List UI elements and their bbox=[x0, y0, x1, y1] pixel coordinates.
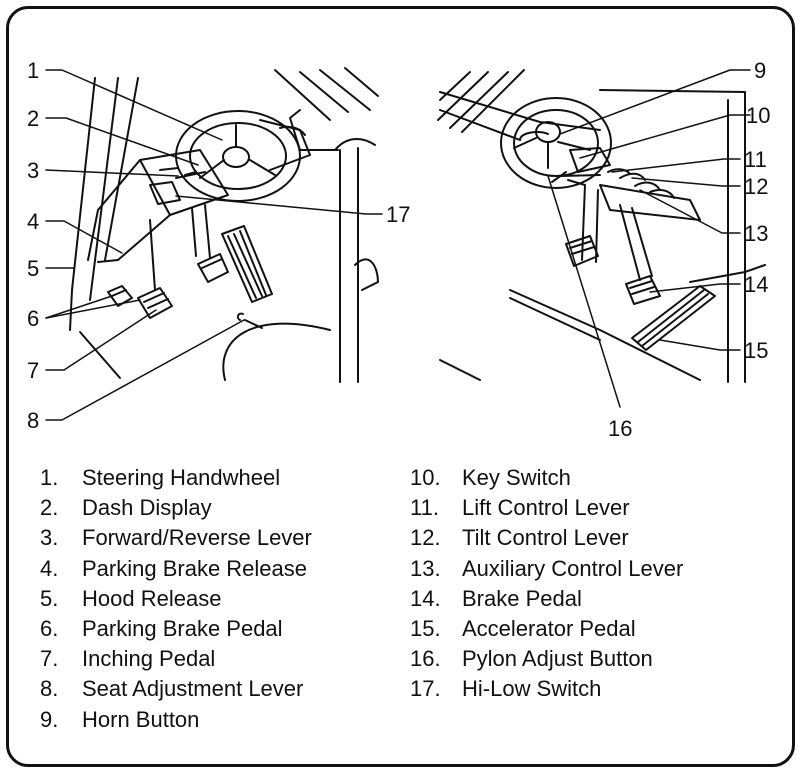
legend-item: 13. Auxiliary Control Lever bbox=[410, 554, 683, 584]
legend-item: 7. Inching Pedal bbox=[40, 644, 312, 674]
left-view-drawing bbox=[69, 67, 379, 383]
accelerator-pedal bbox=[631, 285, 716, 351]
legend-label: Tilt Control Lever bbox=[462, 525, 629, 551]
callout-15: 15 bbox=[744, 338, 768, 363]
legend-number: 3. bbox=[40, 525, 59, 551]
legend-number: 6. bbox=[40, 616, 59, 642]
legend-item: 3. Forward/Reverse Lever bbox=[40, 523, 312, 553]
legend-number: 2. bbox=[40, 495, 59, 521]
callout-16: 16 bbox=[608, 416, 632, 441]
legend-label: Lift Control Lever bbox=[462, 495, 630, 521]
legend-label: Dash Display bbox=[82, 495, 212, 521]
callout-8: 8 bbox=[27, 408, 39, 433]
legend-item: 5. Hood Release bbox=[40, 584, 312, 614]
legend-right: 10. Key Switch 11. Lift Control Lever 12. T… bbox=[410, 463, 683, 705]
legend-number: 12. bbox=[410, 525, 441, 551]
callout-7: 7 bbox=[27, 358, 39, 383]
legend-number: 5. bbox=[40, 585, 59, 611]
brake-pedal bbox=[625, 275, 661, 305]
legend-number: 14. bbox=[410, 585, 441, 611]
legend-label: Auxiliary Control Lever bbox=[462, 555, 684, 581]
steering-handwheel bbox=[175, 110, 301, 202]
legend-item: 9. Horn Button bbox=[40, 705, 312, 735]
legend-number: 9. bbox=[40, 706, 59, 732]
legend-label: Seat Adjustment Lever bbox=[82, 676, 304, 702]
legend-label: Key Switch bbox=[462, 465, 571, 490]
legend-number: 15. bbox=[410, 616, 441, 642]
callout-1: 1 bbox=[27, 58, 39, 83]
legend-label: Pylon Adjust Button bbox=[462, 646, 653, 672]
legend-number: 4. bbox=[40, 555, 59, 581]
callout-5: 5 bbox=[27, 256, 39, 281]
legend-item: 17. Hi-Low Switch bbox=[410, 674, 683, 704]
callout-13: 13 bbox=[744, 221, 768, 246]
legend-item: 1. Steering Handwheel bbox=[40, 463, 312, 493]
legend-label: Accelerator Pedal bbox=[462, 616, 636, 642]
legend-number: 11. bbox=[410, 495, 439, 521]
right-view-drawing bbox=[437, 69, 766, 383]
legend-label: Brake Pedal bbox=[462, 585, 582, 611]
legend-item: 11. Lift Control Lever bbox=[410, 493, 683, 523]
legend-label: Forward/Reverse Lever bbox=[82, 525, 312, 551]
legend-item: 8. Seat Adjustment Lever bbox=[40, 674, 312, 704]
brake-pedal-left bbox=[197, 253, 229, 283]
legend-number: 7. bbox=[40, 646, 59, 672]
legend-label: Hi-Low Switch bbox=[462, 676, 602, 702]
legend-label: Steering Handwheel bbox=[82, 465, 281, 490]
leader-lines bbox=[45, 69, 751, 421]
legend-item: 14. Brake Pedal bbox=[410, 584, 683, 614]
legend-item: 10. Key Switch bbox=[410, 463, 683, 493]
legend-number: 10. bbox=[410, 465, 441, 490]
legend-number: 1. bbox=[40, 465, 59, 490]
parking-brake-pedal bbox=[107, 285, 133, 307]
legend-item: 12. Tilt Control Lever bbox=[410, 523, 683, 553]
brake-pedal-right-view bbox=[565, 235, 599, 267]
callout-numbers: 1 2 3 4 5 6 7 8 9 10 11 12 13 14 15 16 1… bbox=[27, 58, 770, 441]
legend-left: 1. Steering Handwheel 2. Dash Display 3. Fo… bbox=[40, 463, 312, 735]
legend-item: 6. Parking Brake Pedal bbox=[40, 614, 312, 644]
callout-3: 3 bbox=[27, 158, 39, 183]
callout-11: 11 bbox=[744, 147, 767, 172]
steering-handwheel-right bbox=[500, 97, 612, 189]
legend-item: 15. Accelerator Pedal bbox=[410, 614, 683, 644]
callout-2: 2 bbox=[27, 106, 39, 131]
legend-number: 13. bbox=[410, 555, 441, 581]
inching-pedal bbox=[137, 287, 173, 319]
legend-number: 8. bbox=[40, 676, 59, 702]
callout-14: 14 bbox=[744, 272, 768, 297]
accelerator-pedal-left bbox=[221, 225, 273, 303]
legend-item: 16. Pylon Adjust Button bbox=[410, 644, 683, 674]
legend-label: Parking Brake Pedal bbox=[82, 616, 283, 642]
legend-item: 2. Dash Display bbox=[40, 493, 312, 523]
callout-4: 4 bbox=[27, 209, 39, 234]
callout-10: 10 bbox=[746, 103, 770, 128]
callout-9: 9 bbox=[754, 58, 766, 83]
callout-12: 12 bbox=[744, 174, 768, 199]
control-levers bbox=[551, 147, 701, 221]
legend-label: Hood Release bbox=[82, 585, 222, 611]
legend-number: 17. bbox=[410, 676, 441, 702]
legend-label: Parking Brake Release bbox=[82, 555, 308, 581]
callout-17: 17 bbox=[386, 202, 410, 227]
legend-number: 16. bbox=[410, 646, 441, 672]
diagram-frame bbox=[6, 6, 795, 767]
callout-6: 6 bbox=[27, 306, 39, 331]
legend-item: 4. Parking Brake Release bbox=[40, 554, 312, 584]
legend-label: Horn Button bbox=[82, 706, 200, 732]
legend-label: Inching Pedal bbox=[82, 646, 216, 672]
